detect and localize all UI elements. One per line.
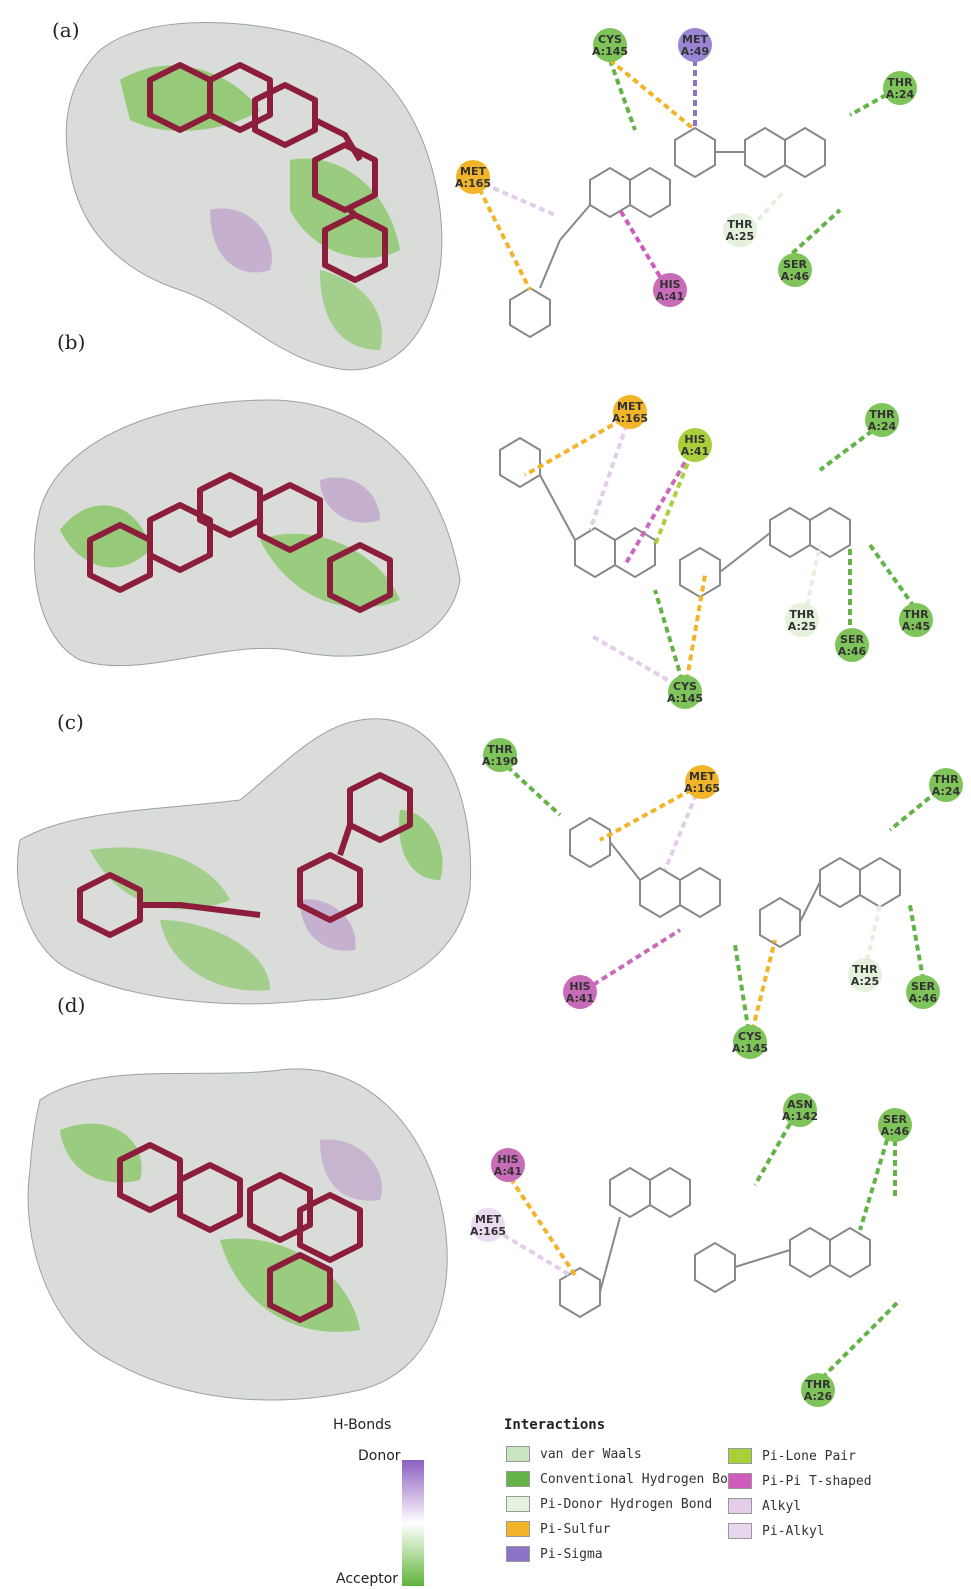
surface-view-d (27, 1068, 448, 1401)
legend-label: Conventional Hydrogen Bond (540, 1471, 744, 1487)
legend-swatch (728, 1448, 752, 1464)
residue-number: A:165 (684, 782, 720, 795)
residue-name: THR (887, 76, 913, 89)
residue-number: A:190 (482, 755, 518, 768)
residue-name: MET (682, 33, 708, 46)
legend-swatch (506, 1546, 530, 1562)
residue-name: HIS (497, 1153, 518, 1166)
legend-swatch (728, 1523, 752, 1539)
residue-name: HIS (569, 980, 590, 993)
legend-item-alkyl: Alkyl (728, 1498, 801, 1514)
legend-item-pi-lone-pair: Pi-Lone Pair (728, 1448, 856, 1464)
legend-swatch (506, 1521, 530, 1537)
panel-label-d: (d) (57, 993, 86, 1017)
legend-label: Pi-Alkyl (762, 1523, 825, 1539)
residue-number: A:41 (656, 290, 684, 303)
residue-name: THR (852, 963, 878, 976)
legend-label: Pi-Lone Pair (762, 1448, 856, 1464)
residue-name: MET (689, 770, 715, 783)
interactions-legend-title: Interactions (504, 1417, 606, 1433)
panel-label-a: (a) (52, 18, 80, 42)
residue-number: A:24 (868, 420, 897, 433)
residue-name: HIS (659, 278, 680, 291)
legend-item-conventional-hydrogen-bond: Conventional Hydrogen Bond (506, 1471, 744, 1487)
residue-name: THR (805, 1378, 831, 1391)
residue-name: THR (789, 608, 815, 621)
legend-swatch (728, 1498, 752, 1514)
hbonds-gradient-bar (402, 1460, 424, 1586)
residue-number: A:45 (902, 620, 930, 633)
legend-label: Pi-Donor Hydrogen Bond (540, 1496, 713, 1512)
residue-number: A:165 (612, 412, 648, 425)
residue-number: A:24 (932, 785, 961, 798)
residue-number: A:46 (881, 1125, 910, 1138)
legend-item-van-der-waals: van der Waals (506, 1446, 642, 1462)
residue-number: A:165 (470, 1225, 506, 1238)
surface-view-b (33, 399, 461, 667)
residue-number: A:142 (782, 1110, 818, 1123)
residue-name: CYS (598, 33, 622, 46)
legend-item-pi-donor-hydrogen-bond: Pi-Donor Hydrogen Bond (506, 1496, 712, 1512)
residue-name: SER (911, 980, 935, 993)
residue-number: A:41 (494, 1165, 522, 1178)
legend-swatch (728, 1473, 752, 1489)
residue-name: THR (869, 408, 895, 421)
residue-number: A:145 (732, 1042, 768, 1055)
legend-swatch (506, 1446, 530, 1462)
residue-name: CYS (673, 680, 697, 693)
panel-label-c: (c) (57, 710, 84, 734)
residue-name: THR (903, 608, 929, 621)
residue-number: A:46 (781, 270, 810, 283)
legend-label: Pi-Pi T-shaped (762, 1473, 872, 1489)
residue-number: A:165 (455, 177, 491, 190)
legend-item-pi-sulfur: Pi-Sulfur (506, 1521, 610, 1537)
residue-number: A:145 (667, 692, 703, 705)
residue-name: THR (727, 218, 753, 231)
surface-view-a (65, 22, 443, 371)
residue-number: A:25 (788, 620, 816, 633)
legend-label: van der Waals (540, 1446, 642, 1462)
residue-name: THR (487, 743, 513, 756)
residue-number: A:145 (592, 45, 628, 58)
residue-number: A:46 (909, 992, 938, 1005)
hbonds-donor-label: Donor (358, 1448, 401, 1464)
residue-name: SER (783, 258, 807, 271)
panel-label-b: (b) (57, 330, 86, 354)
legend-item-pi-alkyl: Pi-Alkyl (728, 1523, 825, 1539)
legend-swatch (506, 1496, 530, 1512)
legend-label: Pi-Sulfur (540, 1521, 611, 1537)
residue-name: MET (460, 165, 486, 178)
residue-number: A:24 (886, 88, 915, 101)
residue-name: MET (617, 400, 643, 413)
residue-number: A:41 (566, 992, 594, 1005)
residue-number: A:41 (681, 445, 709, 458)
residue-number: A:49 (681, 45, 709, 58)
residue-name: HIS (684, 433, 705, 446)
residue-name: ASN (787, 1098, 813, 1111)
legend-swatch (506, 1471, 530, 1487)
legend-item-pi-sigma: Pi-Sigma (506, 1546, 603, 1562)
legend-label: Pi-Sigma (540, 1546, 603, 1562)
hbonds-acceptor-label: Acceptor (336, 1571, 399, 1587)
residue-number: A:25 (851, 975, 879, 988)
residue-name: CYS (738, 1030, 762, 1043)
residue-number: A:25 (726, 230, 754, 243)
hbonds-legend-title: H-Bonds (333, 1417, 392, 1433)
residue-name: THR (933, 773, 959, 786)
residue-number: A:46 (838, 645, 867, 658)
residue-number: A:26 (804, 1390, 833, 1403)
legend-item-pi-pi-t-shaped: Pi-Pi T-shaped (728, 1473, 872, 1489)
residue-name: MET (475, 1213, 501, 1226)
residue-name: SER (883, 1113, 907, 1126)
residue-name: SER (840, 633, 864, 646)
legend-label: Alkyl (762, 1498, 802, 1514)
surface-view-c (16, 718, 472, 1005)
